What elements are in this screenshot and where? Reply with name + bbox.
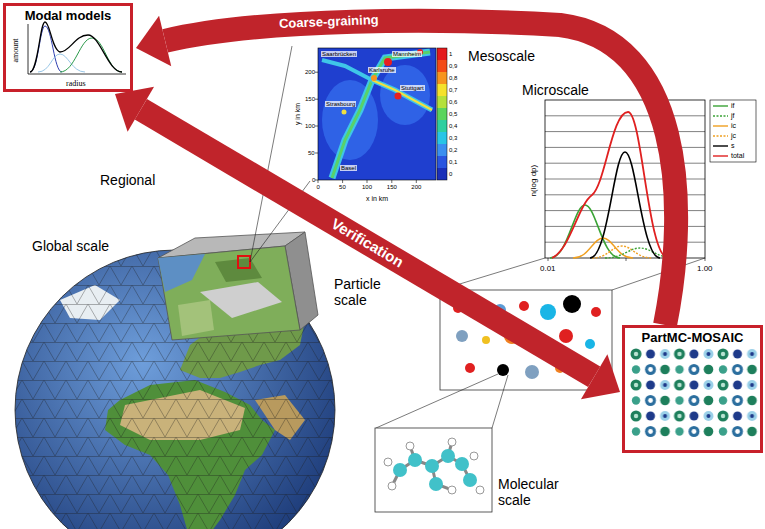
- scale-label: Saarbrücken: [321, 51, 357, 58]
- legend-samples: [713, 106, 728, 156]
- box-title: Modal models: [6, 6, 130, 23]
- partmc-mosaic-box: PartMC-MOSAIC: [622, 325, 763, 453]
- scale-label: 0,8: [449, 75, 457, 82]
- scale-label: 100: [305, 123, 315, 130]
- scale-label: 50: [339, 184, 346, 191]
- connector-arrow: [115, 87, 620, 399]
- scale-label: Strasbourg: [325, 101, 356, 108]
- legend-sample: [713, 105, 728, 106]
- legend-sample: [713, 135, 728, 136]
- scale-label: y in km: [294, 103, 302, 125]
- mesoscale-map: [315, 48, 447, 183]
- scale-label: 0.01: [540, 264, 556, 273]
- scale-label: Particle scale: [334, 276, 396, 308]
- scale-label: Global scale: [32, 238, 109, 254]
- arrow-band: [141, 109, 594, 377]
- legend-text: jc: [731, 132, 736, 140]
- scale-label: x in km: [366, 195, 388, 203]
- scale-label: n(log dp): [529, 164, 538, 196]
- scale-label: 150: [305, 96, 315, 103]
- scale-label: Molecular scale: [498, 476, 573, 508]
- scale-label: Stuttgart: [400, 85, 425, 92]
- legend-text: s: [731, 142, 735, 150]
- microscale-chart: [545, 100, 756, 261]
- legend-text: total: [731, 152, 744, 160]
- partmc-grid: [625, 328, 760, 450]
- legend-sample: [713, 155, 728, 156]
- arrow-label: Verification: [328, 215, 406, 271]
- scale-label: amount: [11, 38, 20, 62]
- scale-label: 200: [305, 69, 315, 76]
- arrow-head: [115, 87, 154, 132]
- scale-label: 0,9: [449, 63, 457, 70]
- molecule-picture: [375, 428, 492, 512]
- legend-sample: [713, 125, 728, 126]
- scale-label: 0,7: [449, 87, 457, 94]
- scale-label: 0,2: [449, 147, 457, 154]
- scale-label: 0: [312, 177, 315, 184]
- box-title: PartMC-MOSAIC: [625, 328, 760, 345]
- scale-label: Karlsruhe: [368, 67, 396, 74]
- legend-sample: [713, 115, 728, 116]
- scale-label: Mannheim: [392, 51, 422, 58]
- scale-label: Regional: [100, 172, 155, 188]
- scale-label: 1.00: [697, 264, 713, 273]
- scale-label: 150: [387, 184, 397, 191]
- scale-label: 0,5: [449, 111, 457, 118]
- scale-label: 50: [308, 150, 315, 157]
- legend-text: jf: [731, 112, 735, 120]
- scale-label: 1: [449, 51, 452, 58]
- scale-label: 0,6: [449, 99, 457, 106]
- arrow-label: Coarse-graining: [279, 13, 379, 32]
- scale-label: 0,4: [449, 123, 457, 130]
- legend-text: if: [731, 102, 735, 110]
- legend-text: ic: [731, 122, 736, 130]
- scale-label: 0,1: [449, 159, 457, 166]
- scale-label: Basel: [340, 165, 357, 172]
- scale-label: 0: [317, 184, 320, 191]
- arrow-head: [136, 16, 171, 67]
- scale-label: radius: [66, 79, 86, 88]
- scale-label: 200: [411, 184, 421, 191]
- legend-sample: [713, 145, 728, 146]
- scale-label: Microscale: [522, 82, 589, 98]
- arrow-head: [581, 354, 620, 399]
- scale-label: 0: [449, 171, 452, 178]
- scale-label: Mesoscale: [468, 48, 535, 64]
- scale-label: 100: [362, 184, 372, 191]
- scale-label: 0,3: [449, 135, 457, 142]
- modal-plot: [6, 6, 130, 89]
